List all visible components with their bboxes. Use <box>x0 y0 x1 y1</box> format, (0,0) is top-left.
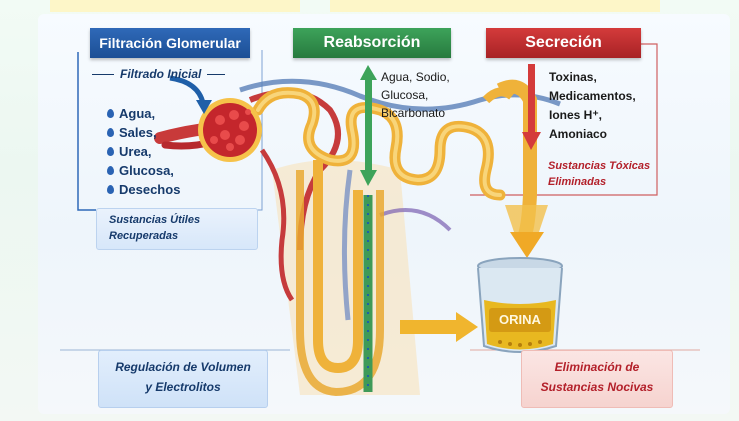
reabsorption-header: Reabsorción <box>293 28 451 58</box>
reabsorption-item: Glucosa, <box>381 86 450 104</box>
reabsorption-arrow-up <box>360 65 377 80</box>
funnel <box>505 205 548 235</box>
eliminated-line-2: Eliminadas <box>548 174 650 190</box>
distal-tubule <box>486 92 512 100</box>
harmful-elimination-line-2: Sustancias Nocivas <box>522 380 672 394</box>
urine-flow-arrow-head <box>456 312 478 342</box>
droplet-icon <box>107 128 114 137</box>
reabsorption-list: Agua, Sodio, Glucosa, Bicarbonato <box>381 68 450 122</box>
filtrate-item: Urea, <box>107 144 180 163</box>
filtrate-item: Sales, <box>107 125 180 144</box>
reabsorption-item: Bicarbonato <box>381 104 450 122</box>
secretion-arrow-shaft <box>528 64 535 134</box>
secretion-item: Toxinas, <box>549 68 636 87</box>
filtrate-item: Glucosa, <box>107 163 180 182</box>
droplet-icon <box>107 185 114 194</box>
reabsorption-arrow-shaft <box>365 78 372 173</box>
top-band-left <box>50 0 300 12</box>
droplet-icon <box>107 166 114 175</box>
filtrate-arrow-shaft <box>170 78 203 103</box>
recovered-line-1: Sustancias Útiles <box>109 214 200 226</box>
urine-label: ORINA <box>489 312 551 327</box>
harmful-elimination-box: Eliminación de Sustancias Nocivas <box>521 350 673 408</box>
top-band-right <box>330 0 660 12</box>
filtrate-subtitle-text: Filtrado Inicial <box>120 67 201 81</box>
filtrate-list: Agua, Sales, Urea, Glucosa, Desechos <box>107 106 180 201</box>
filtrate-item: Desechos <box>107 182 180 201</box>
volume-regulation-line-2: y Electrolitos <box>99 380 267 394</box>
secretion-header: Secreción <box>486 28 641 58</box>
eliminated-label: Sustancias Tóxicas Eliminadas <box>548 158 650 190</box>
eliminated-line-1: Sustancias Tóxicas <box>548 158 650 174</box>
secretion-list: Toxinas, Medicamentos, Iones H⁺, Amoniac… <box>549 68 636 144</box>
filtration-header: Filtración Glomerular <box>90 28 250 58</box>
urine-flow-arrow-shaft <box>400 320 458 334</box>
volume-regulation-box: Regulación de Volumen y Electrolitos <box>98 350 268 408</box>
recovered-line-2: Recuperadas <box>109 230 178 242</box>
filtrate-subtitle: Filtrado Inicial <box>92 67 225 81</box>
volume-regulation-line-1: Regulación de Volumen <box>99 360 267 374</box>
harmful-elimination-line-1: Eliminación de <box>522 360 672 374</box>
recovered-substances-box: Sustancias Útiles Recuperadas <box>96 208 258 250</box>
filtrate-item: Agua, <box>107 106 180 125</box>
secretion-item: Medicamentos, <box>549 87 636 106</box>
droplet-icon <box>107 147 114 156</box>
droplet-icon <box>107 109 114 118</box>
funnel-arrow-head <box>510 232 544 258</box>
reabsorption-item: Agua, Sodio, <box>381 68 450 86</box>
secretion-item: Amoniaco <box>549 125 636 144</box>
secretion-item: Iones H⁺, <box>549 106 636 125</box>
